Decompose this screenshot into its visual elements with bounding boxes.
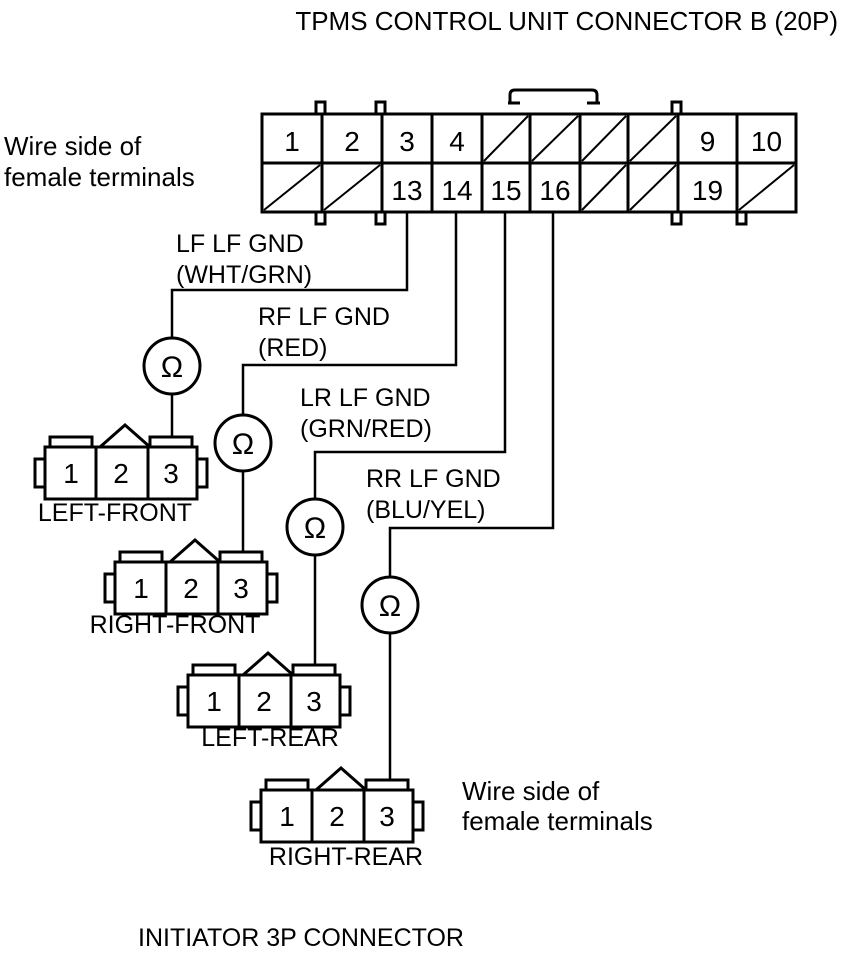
terminal-number: 3: [399, 126, 415, 157]
terminal-number: 10: [751, 126, 782, 157]
terminal-number: 14: [441, 175, 472, 206]
connector-pin-number: 1: [279, 801, 295, 832]
connector-pin-number: 3: [163, 458, 179, 489]
terminal-number: 16: [539, 175, 570, 206]
terminal-number: 13: [391, 175, 422, 206]
connector-pin-number: 1: [63, 458, 79, 489]
terminal-number: 9: [700, 126, 716, 157]
connector-pin-number: 2: [183, 573, 199, 604]
wire-color-label: (RED): [258, 334, 327, 362]
terminal-cell: 14: [430, 161, 484, 214]
initiator-3p-connector: [249, 766, 425, 844]
connector-position-label: RIGHT-REAR: [269, 843, 423, 871]
circuit-name-label: RR LF GND: [366, 465, 501, 493]
connector-position-label: LEFT-REAR: [201, 724, 339, 752]
connector-pin-number: 3: [233, 573, 249, 604]
wire-side-label-top-line1: Wire side of: [4, 131, 142, 161]
connector-pin-number: 2: [256, 686, 272, 717]
wire-side-label-bottom-line1: Wire side of: [462, 776, 600, 806]
terminal-number: 4: [449, 126, 465, 157]
circuit-name-label: RF LF GND: [258, 303, 390, 331]
terminal-cell: 15: [480, 161, 532, 214]
terminal-cell: [735, 161, 798, 214]
connector-pin-number: 3: [306, 686, 322, 717]
wire-color-label: (BLU/YEL): [366, 496, 485, 524]
ohmmeter-icon: Ω: [285, 497, 345, 557]
initiator-connector-title: INITIATOR 3P CONNECTOR: [138, 924, 464, 952]
connector-pin-number: 3: [379, 801, 395, 832]
terminal-number: 15: [490, 175, 521, 206]
wire-color-label: (WHT/GRN): [176, 261, 312, 289]
terminal-number: 1: [284, 126, 300, 157]
terminal-cell: 16: [528, 161, 582, 214]
initiator-3p-connector: [33, 423, 209, 501]
circuit-name-label: LF LF GND: [176, 230, 304, 258]
ohm-symbol: Ω: [161, 351, 183, 384]
wire-color-label: (GRN/RED): [300, 415, 432, 443]
terminal-number: 19: [692, 175, 723, 206]
connector-position-label: RIGHT-FRONT: [90, 611, 261, 639]
wires: [170, 212, 555, 780]
wire-side-label-top-line2: female terminals: [4, 162, 195, 192]
connector-pin-number: 2: [113, 458, 129, 489]
terminal-number: 2: [344, 126, 360, 157]
circuit-name-label: LR LF GND: [300, 384, 431, 412]
initiator-3p-connector: [103, 538, 279, 616]
connector-position-label: LEFT-FRONT: [38, 499, 192, 527]
ohmmeter-icon: Ω: [142, 336, 202, 396]
ohmmeter-icon: Ω: [213, 413, 273, 473]
connector-pin-number: 1: [206, 686, 222, 717]
ohm-symbol: Ω: [232, 428, 254, 461]
wire: [313, 212, 507, 499]
main-connector-cells: 1 2 3 4 9 10 13 14 15 16 19: [260, 112, 798, 214]
initiator-3p-connector: [176, 651, 352, 729]
wire-side-label-bottom-line2: female terminals: [462, 806, 653, 836]
ohm-symbol: Ω: [379, 590, 401, 623]
diagram-title: TPMS CONTROL UNIT CONNECTOR B (20P): [295, 6, 838, 36]
connector-pin-number: 2: [329, 801, 345, 832]
wire: [388, 212, 555, 577]
connector-pin-number: 1: [133, 573, 149, 604]
ohmmeter-icon: Ω: [360, 575, 420, 635]
ohm-symbol: Ω: [304, 512, 326, 545]
wire: [241, 212, 458, 415]
wire: [170, 212, 409, 338]
